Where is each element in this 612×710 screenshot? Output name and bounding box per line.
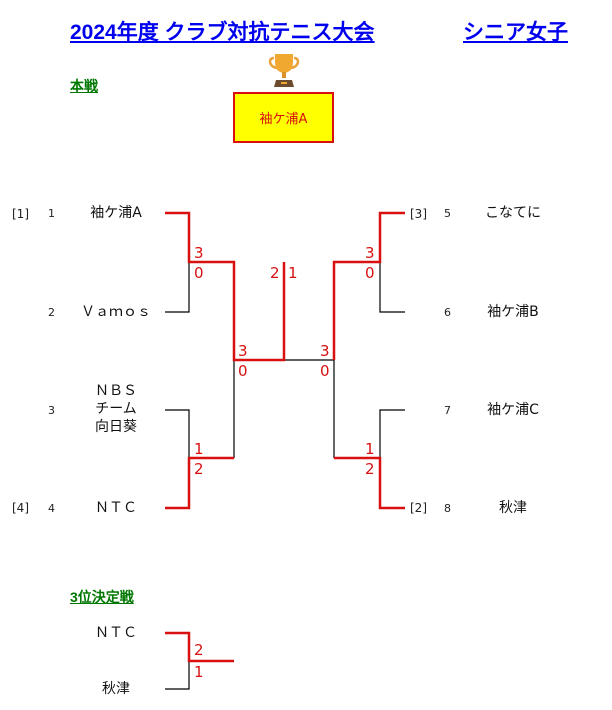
entry-number: 6 — [444, 306, 451, 319]
team-name: Ｖａｍｏｓ — [81, 304, 151, 320]
tournament-title-link[interactable]: 2024年度 クラブ対抗テニス大会 — [70, 21, 375, 44]
score: 0 — [320, 362, 330, 380]
score: 1 — [288, 264, 298, 282]
team-name: ＮＴＣ — [95, 625, 137, 641]
entry-number: 8 — [444, 502, 451, 515]
score: 2 — [365, 460, 375, 478]
entry-number: 5 — [444, 207, 451, 220]
score: 1 — [194, 663, 204, 681]
champion-box: 袖ケ浦A — [233, 92, 334, 143]
trophy-icon — [268, 52, 300, 88]
seed-label: [1] — [12, 207, 29, 221]
main-draw-label[interactable]: 本戦 — [70, 78, 98, 94]
champion-name: 袖ケ浦A — [259, 112, 308, 127]
score: 0 — [238, 362, 248, 380]
category-title-link[interactable]: シニア女子 — [463, 21, 568, 44]
score: 3 — [238, 342, 248, 360]
score: 0 — [365, 264, 375, 282]
score: 1 — [194, 440, 204, 458]
team-name: ＮＴＣ — [95, 500, 137, 516]
score: 1 — [365, 440, 375, 458]
score: 3 — [194, 244, 204, 262]
score: 3 — [365, 244, 375, 262]
team-name: 秋津 — [102, 681, 130, 697]
score: 3 — [320, 342, 330, 360]
score: 2 — [194, 641, 204, 659]
team-name: 袖ケ浦C — [487, 402, 539, 418]
score: 2 — [270, 264, 280, 282]
score: 2 — [194, 460, 204, 478]
seed-label: [2] — [410, 501, 427, 515]
entry-number: 3 — [48, 404, 55, 417]
team-name: 袖ケ浦A — [90, 205, 142, 221]
score: 0 — [194, 264, 204, 282]
team-name: 袖ケ浦B — [487, 304, 539, 320]
team-name: 秋津 — [499, 500, 527, 516]
team-name: こなてに — [485, 205, 541, 221]
entry-number: 2 — [48, 306, 55, 319]
seed-label: [3] — [410, 207, 427, 221]
third-place-label[interactable]: 3位決定戦 — [70, 589, 134, 605]
entry-number: 1 — [48, 207, 55, 220]
seed-label: [4] — [12, 501, 29, 515]
entry-number: 4 — [48, 502, 55, 515]
team-name: ＮＢＳ チーム 向日葵 — [95, 383, 137, 435]
entry-number: 7 — [444, 404, 451, 417]
